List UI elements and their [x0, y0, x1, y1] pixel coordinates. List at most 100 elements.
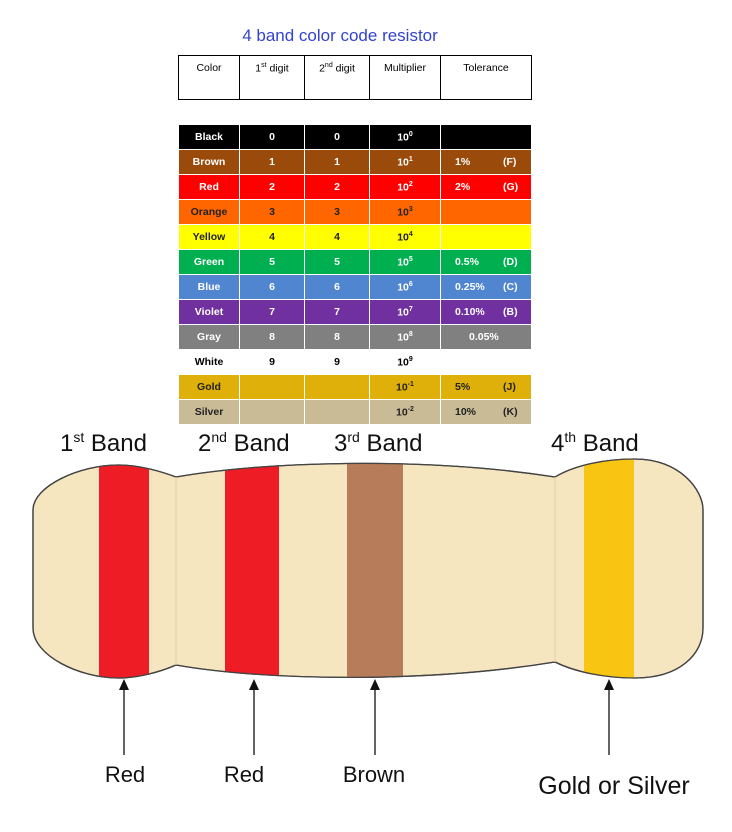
- cell-color: Orange: [178, 199, 240, 225]
- cell-color: Brown: [178, 149, 240, 175]
- cell-tolerance: [440, 199, 532, 225]
- cell-multiplier: 101: [369, 149, 441, 175]
- cell-second-digit: 9: [304, 349, 370, 375]
- band-3-stripe: [347, 459, 403, 678]
- cell-multiplier: 10-1: [369, 374, 441, 400]
- tolerance-code: (B): [503, 306, 518, 318]
- cell-tolerance: 10%(K): [440, 399, 532, 425]
- cell-tolerance: 0.25% (C): [440, 274, 532, 300]
- tolerance-value: 5%: [455, 381, 471, 393]
- cell-second-digit: 4: [304, 224, 370, 250]
- resistor-diagram: 1st Band 2nd Band 3rd Band 4th Band Red Red B…: [32, 429, 704, 800]
- cell-multiplier: 100: [369, 124, 441, 150]
- band-4-arrowhead: [604, 679, 614, 690]
- cell-first-digit: 2: [239, 174, 305, 200]
- cell-tolerance: [440, 349, 532, 375]
- band-3-arrowhead: [370, 679, 380, 690]
- band-1-title: 1st Band: [60, 429, 147, 457]
- cell-color: Yellow: [178, 224, 240, 250]
- cell-color: Gold: [178, 374, 240, 400]
- cell-multiplier: 103: [369, 199, 441, 225]
- cell-first-digit: 9: [239, 349, 305, 375]
- band-3-title: 3rd Band: [334, 429, 423, 457]
- header-tolerance: Tolerance: [440, 55, 532, 100]
- band-2-title: 2nd Band: [198, 429, 290, 457]
- tolerance-value: 0.25%: [455, 281, 485, 293]
- cell-first-digit: 3: [239, 199, 305, 225]
- cell-color: Silver: [178, 399, 240, 425]
- cell-multiplier: 109: [369, 349, 441, 375]
- cell-second-digit: 0: [304, 124, 370, 150]
- cell-multiplier: 106: [369, 274, 441, 300]
- cell-first-digit: [239, 399, 305, 425]
- band-2-stripe: [225, 459, 279, 678]
- band-2-arrowhead: [249, 679, 259, 690]
- cell-multiplier: 107: [369, 299, 441, 325]
- cell-multiplier: 104: [369, 224, 441, 250]
- cell-tolerance: [440, 224, 532, 250]
- tolerance-code: (C): [503, 281, 518, 293]
- cell-first-digit: 6: [239, 274, 305, 300]
- tolerance-value: 0.05%: [469, 331, 499, 343]
- cell-color: Black: [178, 124, 240, 150]
- band-1-arrowhead: [119, 679, 129, 690]
- band-4-title: 4th Band: [551, 429, 639, 457]
- tolerance-code: (F): [503, 156, 517, 168]
- cell-first-digit: 8: [239, 324, 305, 350]
- tolerance-value: 10%: [455, 406, 477, 418]
- tolerance-code: (G): [503, 181, 519, 193]
- tolerance-code: (D): [503, 256, 518, 268]
- band-2-color-label: Red: [224, 762, 264, 787]
- cell-second-digit: 5: [304, 249, 370, 275]
- cell-first-digit: 0: [239, 124, 305, 150]
- header-multiplier: Multiplier: [369, 55, 441, 100]
- band-1-color-label: Red: [105, 762, 145, 787]
- cell-color: Violet: [178, 299, 240, 325]
- cell-first-digit: 7: [239, 299, 305, 325]
- header-first-digit: 1st digit: [239, 55, 305, 100]
- band-4-stripe: [584, 459, 634, 678]
- cell-first-digit: 5: [239, 249, 305, 275]
- cell-tolerance: [440, 124, 532, 150]
- table-header-row: Color 1st digit 2nd digit Multiplier Tol…: [178, 55, 532, 100]
- band-4-color-label: Gold or Silver: [538, 772, 689, 800]
- chart-title: 4 band color code resistor: [242, 26, 438, 45]
- cell-color: White: [178, 349, 240, 375]
- cell-second-digit: [304, 374, 370, 400]
- header-color: Color: [178, 55, 240, 100]
- cell-color: Gray: [178, 324, 240, 350]
- cell-second-digit: 2: [304, 174, 370, 200]
- band-1-stripe: [99, 459, 149, 678]
- cell-color: Red: [178, 174, 240, 200]
- cell-second-digit: 1: [304, 149, 370, 175]
- cell-tolerance: 0.10%(B): [440, 299, 532, 325]
- band-3-color-label: Brown: [343, 762, 405, 787]
- cell-first-digit: 4: [239, 224, 305, 250]
- cell-multiplier: 102: [369, 174, 441, 200]
- cell-first-digit: 1: [239, 149, 305, 175]
- tolerance-code: (J): [503, 381, 516, 393]
- cell-second-digit: 8: [304, 324, 370, 350]
- tolerance-value: 0.5%: [455, 256, 479, 268]
- cell-tolerance: 0.5% (D): [440, 249, 532, 275]
- tolerance-value: 2%: [455, 181, 471, 193]
- cell-tolerance: 1% (F): [440, 149, 532, 175]
- color-code-table: Color 1st digit 2nd digit Multiplier Tol…: [178, 55, 532, 425]
- cell-multiplier: 108: [369, 324, 441, 350]
- header-second-digit: 2nd digit: [304, 55, 370, 100]
- cell-tolerance: 0.05%: [440, 324, 532, 350]
- cell-tolerance: 2% (G): [440, 174, 532, 200]
- tolerance-value: 1%: [455, 156, 471, 168]
